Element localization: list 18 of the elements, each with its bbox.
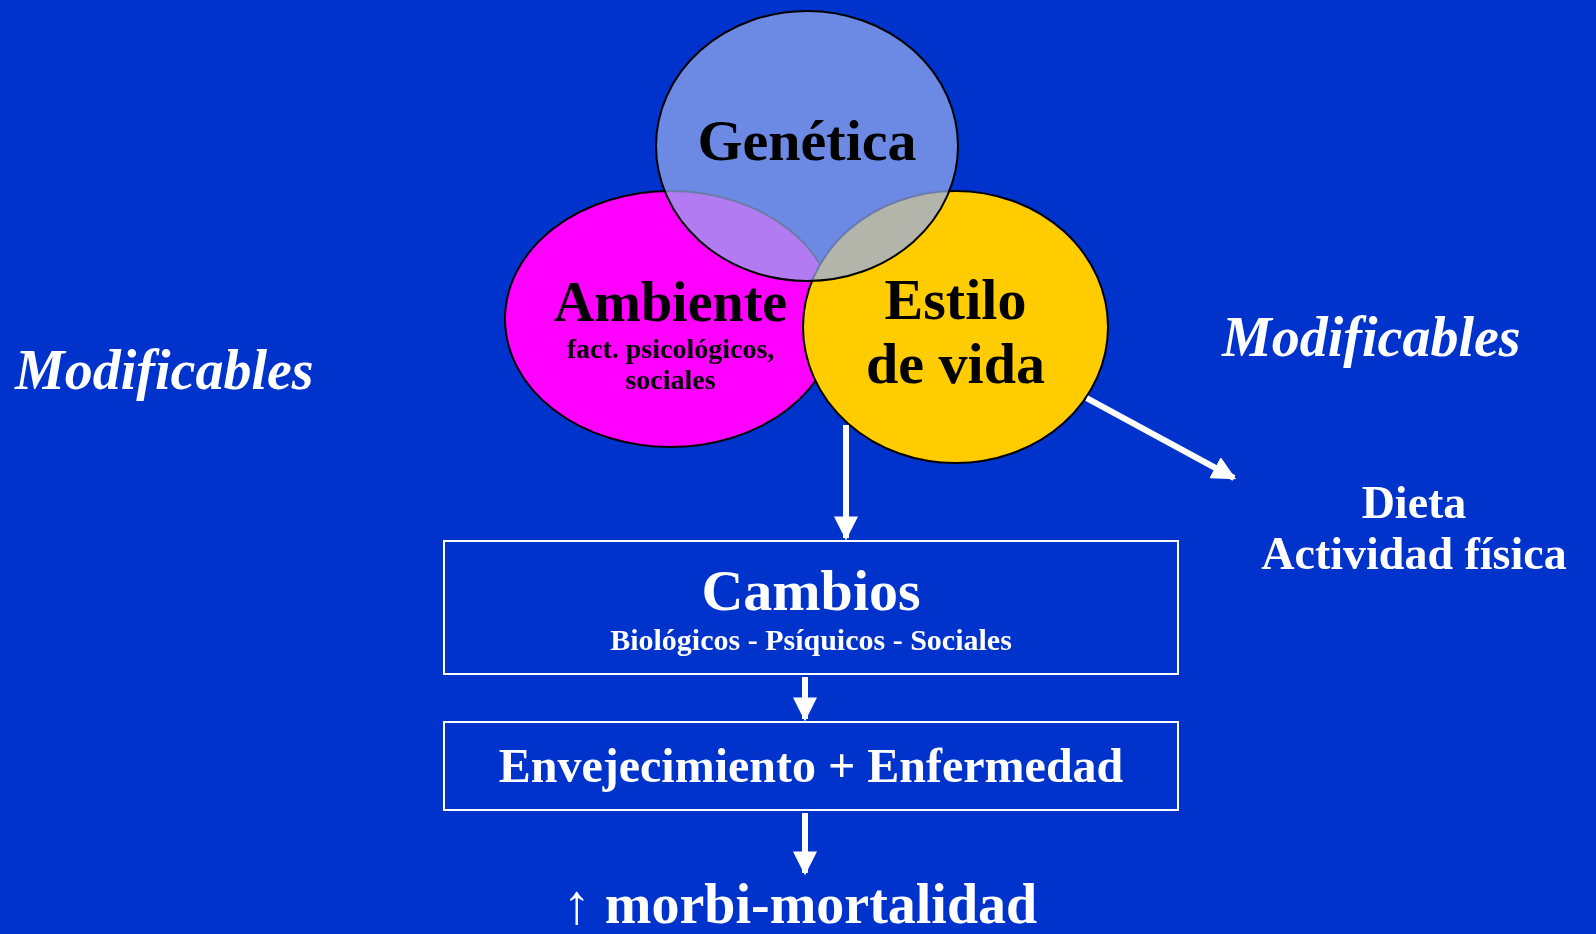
- process-box: [443, 540, 1179, 675]
- node-title: Ambiente: [552, 272, 789, 334]
- side-label: Modificables: [1222, 305, 1521, 369]
- node-subtitle: Biológicos - Psíquicos - Sociales: [610, 622, 1012, 656]
- node-subtitle: fact. psicológicos, sociales: [565, 334, 776, 396]
- node-title: Cambios: [701, 559, 921, 623]
- factor-list-text: Dieta: [1361, 478, 1467, 529]
- arrow: [1085, 395, 1237, 481]
- arrow: [793, 813, 817, 876]
- side-label: Modificables: [15, 338, 314, 402]
- outcome-text: ↑ morbi-mortalidad: [562, 873, 1038, 934]
- arrow: [834, 425, 858, 541]
- arrow: [793, 677, 817, 722]
- process-box: [443, 721, 1179, 811]
- node-title: Genética: [697, 109, 917, 173]
- node-title: Envejecimiento + Enfermedad: [498, 739, 1124, 793]
- node-title: Estilo de vida: [865, 268, 1046, 396]
- node-subtitle: Actividad física: [1261, 529, 1567, 580]
